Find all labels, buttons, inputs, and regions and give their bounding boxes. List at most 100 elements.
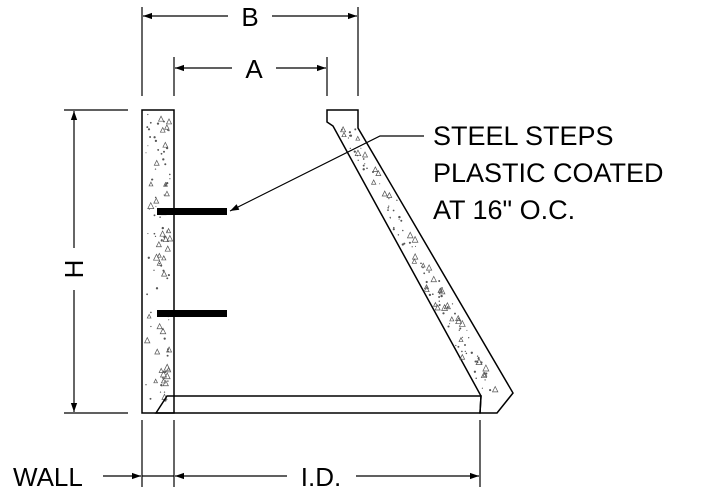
concrete-speckle — [153, 159, 160, 166]
concrete-speckle — [362, 168, 365, 171]
concrete-speckle — [438, 287, 446, 295]
concrete-speckle — [168, 129, 170, 132]
concrete-speckle — [464, 350, 466, 353]
concrete-speckle — [149, 121, 152, 124]
concrete-speckle — [428, 293, 432, 297]
dimension-id-label: I.D. — [301, 462, 341, 492]
concrete-speckle — [454, 312, 456, 315]
concrete-speckle — [147, 201, 155, 209]
concrete-speckle — [441, 303, 449, 311]
concrete-speckle — [438, 296, 441, 298]
concrete-speckle — [153, 136, 156, 139]
concrete-speckle — [362, 158, 365, 160]
concrete-speckle — [480, 371, 488, 378]
concrete-speckle — [364, 163, 366, 165]
concrete-speckle — [459, 327, 462, 330]
concrete-speckle — [146, 313, 152, 319]
concrete-speckle — [153, 214, 156, 217]
concrete-speckle — [155, 287, 159, 290]
concrete-speckle — [160, 378, 167, 384]
concrete-speckle — [457, 345, 460, 348]
concrete-speckle — [165, 146, 169, 150]
concrete-speckle — [164, 190, 170, 197]
concrete-speckle — [151, 178, 153, 181]
concrete-speckle — [162, 141, 169, 148]
concrete-speckle — [425, 264, 433, 271]
concrete-speckle — [167, 348, 169, 351]
concrete-speckle — [491, 385, 499, 393]
concrete-speckle — [428, 271, 430, 273]
dimension-h: H — [59, 109, 128, 414]
concrete-speckle — [154, 139, 158, 143]
concrete-speckle — [458, 336, 464, 342]
concrete-speckle — [153, 197, 160, 204]
concrete-speckle — [156, 259, 163, 266]
concrete-speckle — [475, 377, 477, 379]
concrete-speckle — [152, 253, 161, 261]
concrete-speckle — [164, 245, 171, 252]
concrete-speckle — [150, 325, 152, 328]
concrete-speckle — [162, 329, 164, 331]
concrete-speckle — [159, 370, 168, 378]
concrete-speckle — [465, 352, 468, 355]
concrete-speckle — [147, 145, 149, 147]
concrete-speckle — [396, 199, 398, 202]
concrete-speckle — [163, 150, 165, 153]
concrete-speckle — [388, 198, 390, 200]
concrete-speckle — [145, 384, 147, 386]
concrete-speckle — [477, 357, 480, 360]
concrete-speckle — [158, 367, 164, 373]
concrete-speckle — [411, 253, 419, 260]
concrete-speckle — [443, 301, 451, 310]
concrete-speckle — [146, 126, 149, 129]
concrete-speckle — [160, 152, 163, 155]
concrete-speckle — [341, 131, 347, 138]
concrete-speckle — [438, 304, 441, 306]
concrete-speckle — [156, 322, 163, 330]
concrete-speckle — [153, 378, 159, 384]
concrete-speckle — [153, 232, 156, 235]
concrete-speckle — [422, 266, 424, 269]
concrete-speckle — [386, 191, 393, 198]
concrete-speckle — [423, 283, 430, 290]
concrete-speckle — [348, 131, 351, 134]
concrete-speckle — [388, 205, 390, 207]
concrete-speckle — [147, 128, 151, 131]
concrete-speckle — [159, 230, 166, 237]
concrete-speckle — [167, 274, 170, 277]
concrete-speckle — [458, 319, 466, 327]
note-line-3: AT 16" O.C. — [433, 195, 575, 225]
concrete-speckle — [447, 325, 450, 328]
concrete-speckle — [164, 163, 167, 166]
concrete-speckle — [442, 312, 445, 315]
concrete-speckle — [433, 301, 438, 307]
left-wall-speckle — [144, 113, 174, 402]
concrete-speckle — [161, 377, 164, 379]
concrete-speckle — [165, 366, 172, 373]
concrete-speckle — [423, 272, 426, 275]
concrete-speckle — [398, 218, 400, 220]
concrete-speckle — [166, 234, 174, 242]
concrete-speckle — [451, 303, 454, 305]
concrete-speckle — [158, 262, 161, 265]
concrete-speckle — [160, 383, 163, 387]
concrete-speckle — [393, 226, 395, 229]
concrete-speckle — [354, 149, 362, 157]
concrete-speckle — [441, 287, 443, 289]
concrete-speckle — [459, 353, 466, 360]
concrete-speckle — [408, 241, 411, 244]
concrete-speckle — [144, 336, 151, 344]
concrete-speckle — [159, 216, 161, 218]
concrete-speckle — [481, 387, 483, 389]
concrete-speckle — [446, 306, 449, 309]
concrete-speckle — [166, 230, 168, 232]
concrete-speckle — [455, 344, 457, 347]
concrete-speckle — [161, 255, 167, 261]
concrete-speckle — [420, 262, 426, 268]
concrete-speckle — [354, 128, 357, 131]
concrete-speckle — [455, 317, 462, 325]
concrete-speckle — [379, 183, 381, 185]
concrete-speckle — [357, 159, 359, 161]
steps-callout: STEEL STEPS PLASTIC COATED AT 16" O.C. — [229, 121, 664, 225]
